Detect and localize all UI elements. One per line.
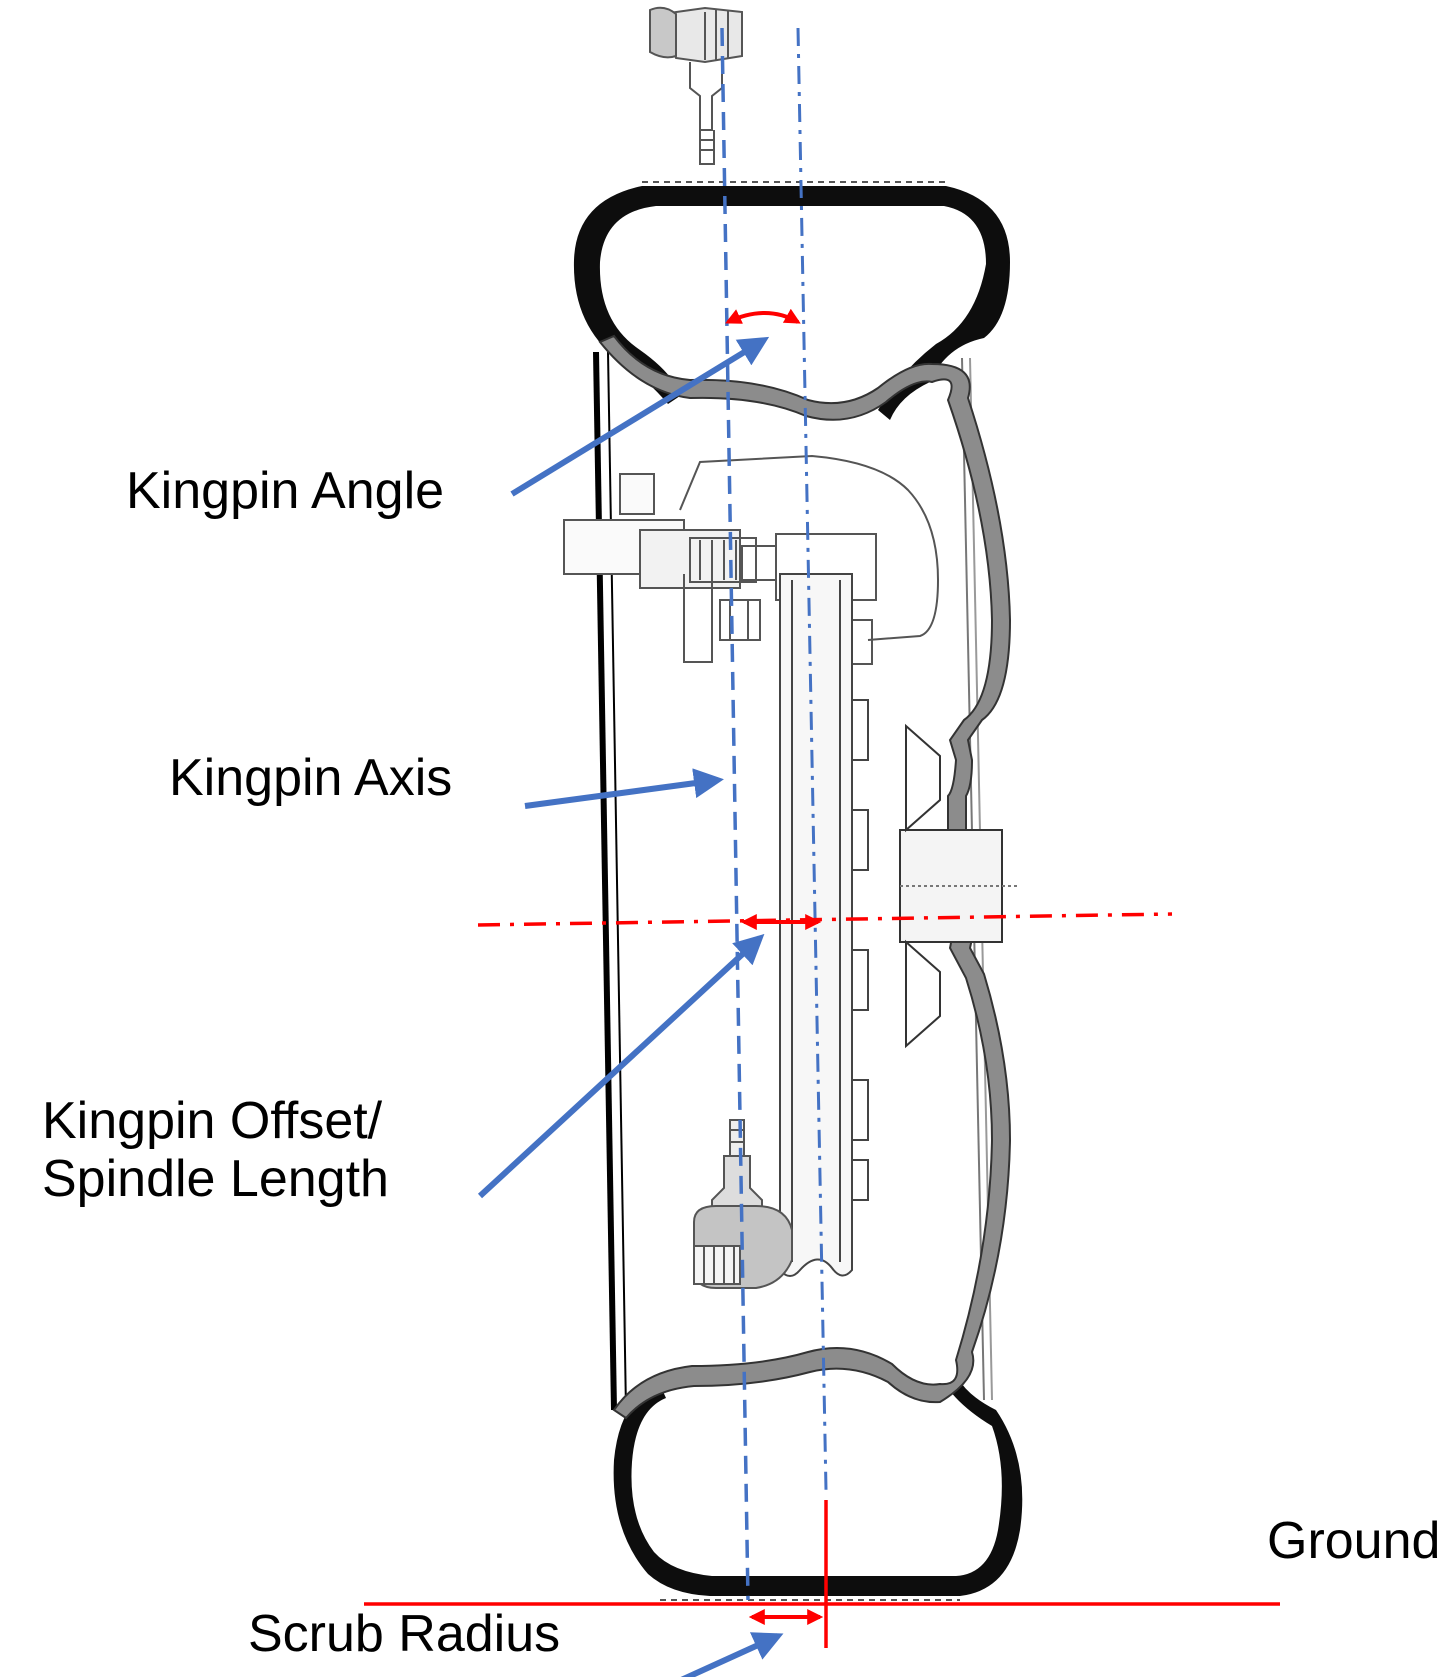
scrub-radius-label: Scrub Radius: [248, 1605, 561, 1663]
kingpin-angle-label: Kingpin Angle: [126, 462, 445, 520]
wheel-rim: [598, 334, 1020, 1420]
reference-lines: [364, 27, 1280, 1648]
kingpin-axis-callout: [524, 768, 724, 809]
steering-knuckle: [563, 454, 940, 665]
scrub-radius-callout: [680, 1632, 784, 1677]
kingpin-axis-label: Kingpin Axis: [169, 749, 453, 807]
kingpin-offset-callout: [477, 933, 765, 1199]
kingpin-offset-label-line1: Kingpin Offset/: [42, 1092, 383, 1150]
upper-ball-joint: [649, 6, 743, 165]
measurement-arrows: [725, 308, 824, 1625]
kingpin-offset-label: Kingpin Offset/ Spindle Length: [42, 1092, 389, 1208]
wheel-centerline: [796, 27, 828, 1491]
ground-label: Ground: [1267, 1512, 1441, 1570]
kingpin-angle-arc: [725, 308, 801, 324]
spindle: [779, 573, 869, 1277]
kingpin-angle-callout: [510, 336, 770, 497]
kingpin-offset-label-line2: Spindle Length: [42, 1150, 389, 1209]
callout-arrows: [477, 336, 784, 1677]
kingpin-axis-line: [720, 27, 750, 1601]
